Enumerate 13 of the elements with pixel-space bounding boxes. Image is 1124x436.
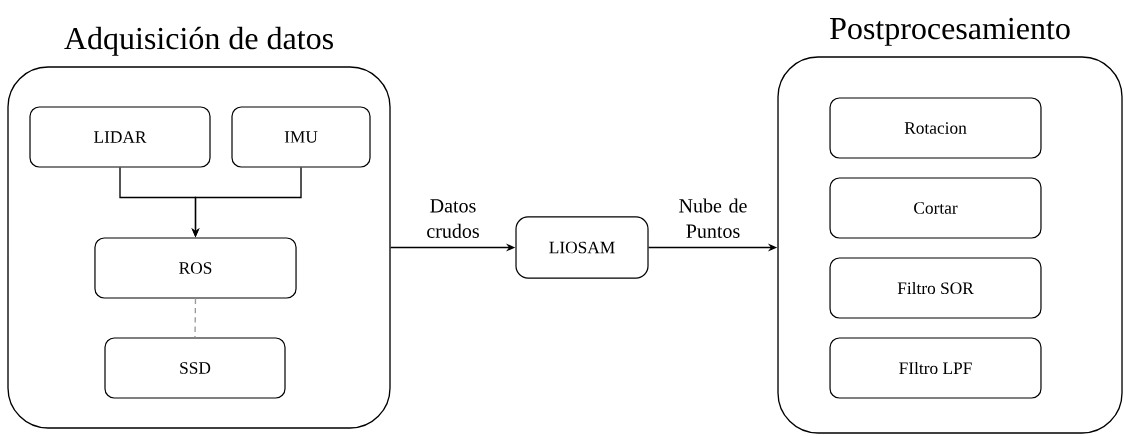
process-box: IMU (231, 106, 371, 168)
process-box: SSD (104, 337, 286, 399)
process-box: Filtro SOR (829, 257, 1042, 319)
process-box: FIltro LPF (829, 337, 1042, 399)
process-box: Rotacion (829, 97, 1042, 159)
node-label: Adquisición de datos (64, 26, 333, 56)
process-box: Cortar (829, 177, 1042, 239)
process-box: ROS (94, 237, 297, 299)
edge-label: Datos crudos (417, 197, 489, 240)
process-box: LIDAR (29, 106, 211, 168)
node-label: Postprocesamiento (830, 17, 1070, 46)
edge-label: Nube de Puntos (677, 197, 749, 240)
process-box: LIOSAM (515, 216, 649, 279)
